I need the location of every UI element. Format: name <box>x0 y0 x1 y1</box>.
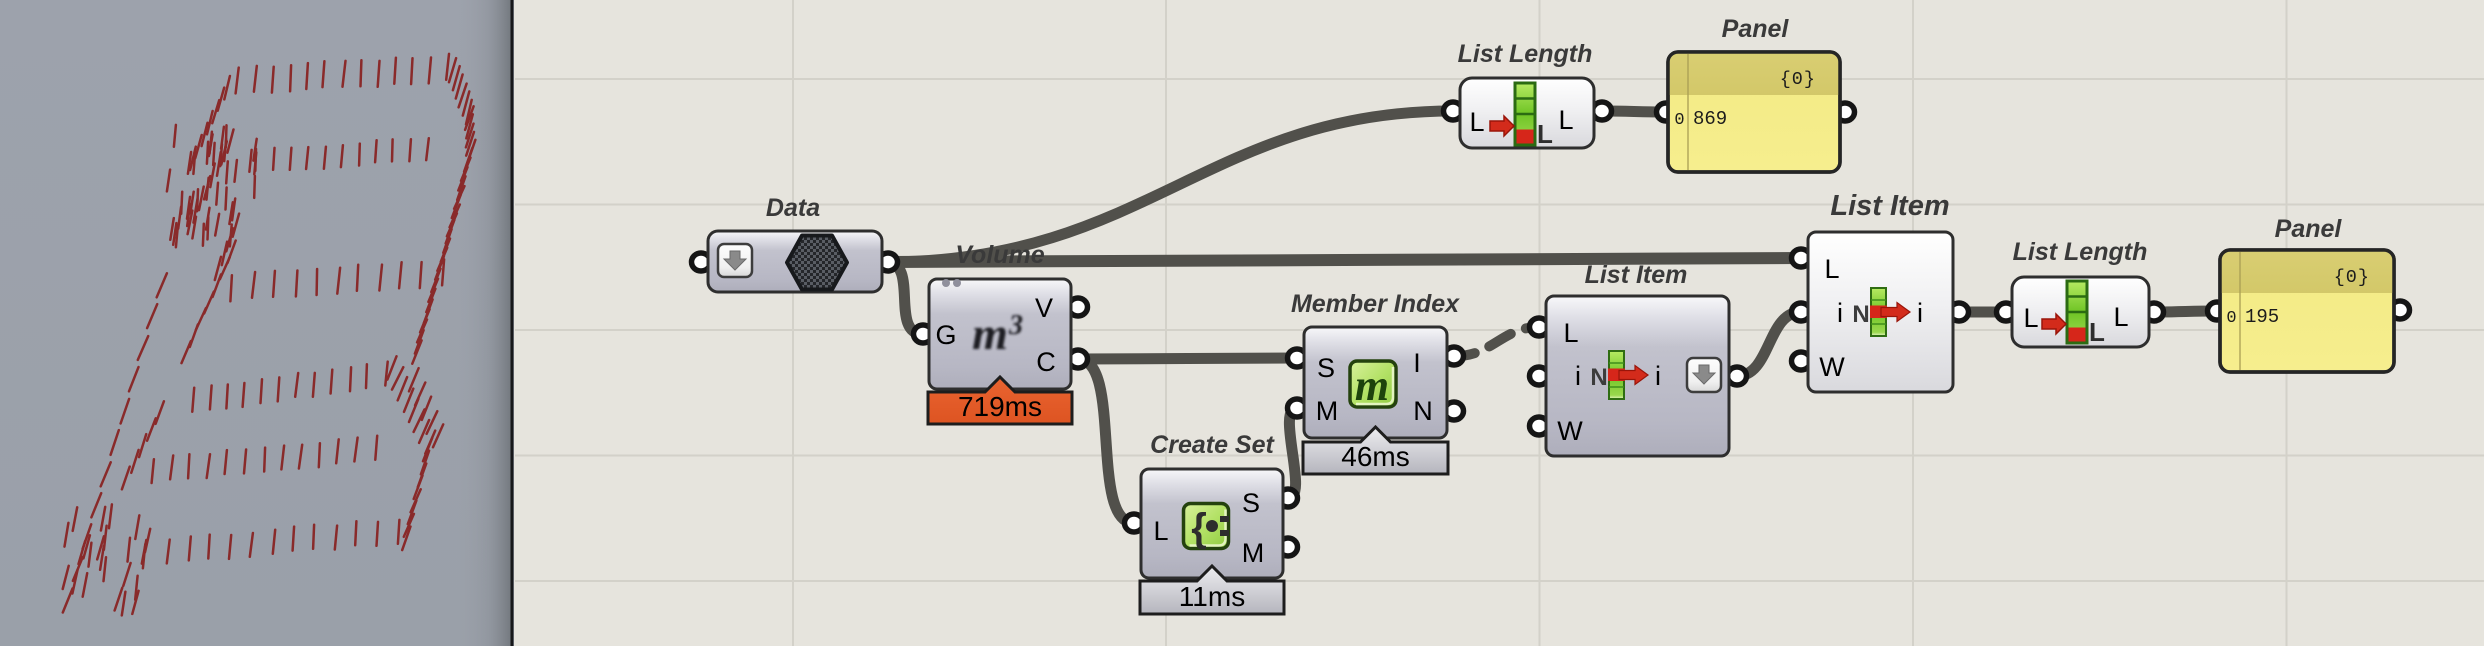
svg-text:I: I <box>1413 348 1421 378</box>
svg-text:i: i <box>1575 361 1581 391</box>
svg-text:V: V <box>1035 293 1053 323</box>
svg-text:List Length: List Length <box>2013 238 2148 266</box>
svg-text:m: m <box>1355 361 1389 410</box>
svg-text:46ms: 46ms <box>1341 441 1409 472</box>
svg-text:List Length: List Length <box>1458 40 1593 68</box>
svg-text:L: L <box>1558 105 1573 135</box>
svg-text:L: L <box>1824 254 1839 284</box>
svg-text:719ms: 719ms <box>958 391 1042 422</box>
svg-text:0: 0 <box>2226 309 2236 328</box>
svg-text:M: M <box>1242 538 1265 568</box>
svg-text:Data: Data <box>766 194 820 222</box>
svg-text:N: N <box>1590 364 1607 391</box>
svg-text:L: L <box>1563 318 1578 348</box>
svg-text:W: W <box>1557 416 1583 446</box>
svg-text:List Item: List Item <box>1830 190 1949 222</box>
svg-text:i: i <box>1917 298 1923 328</box>
svg-text:C: C <box>1036 347 1056 377</box>
svg-text:N: N <box>1413 396 1433 426</box>
svg-text:Panel: Panel <box>2275 215 2343 243</box>
svg-text:N: N <box>1852 301 1869 328</box>
svg-text:Panel: Panel <box>1722 15 1790 43</box>
svg-text:S: S <box>1242 488 1260 518</box>
svg-text:List Item: List Item <box>1585 261 1688 289</box>
svg-text:L: L <box>1153 516 1168 546</box>
svg-text:869: 869 <box>1693 108 1727 130</box>
svg-text:Member Index: Member Index <box>1291 290 1460 318</box>
svg-text:i: i <box>1655 361 1661 391</box>
svg-text:G: G <box>935 320 956 350</box>
svg-text:L: L <box>2113 302 2128 332</box>
svg-text:3: 3 <box>1008 310 1023 341</box>
svg-text:11ms: 11ms <box>1179 581 1245 612</box>
svg-text:m: m <box>972 308 1008 359</box>
svg-text:L: L <box>1469 107 1484 137</box>
svg-text:{: { <box>1191 506 1207 550</box>
svg-text:S: S <box>1317 353 1335 383</box>
svg-text:L: L <box>2023 303 2038 333</box>
svg-text:L: L <box>2089 317 2105 347</box>
svg-text:195: 195 <box>2245 306 2279 328</box>
svg-text:0: 0 <box>1674 111 1684 130</box>
svg-text:M: M <box>1316 396 1339 426</box>
svg-text:Volume: Volume <box>955 241 1044 269</box>
svg-text:i: i <box>1837 298 1843 328</box>
svg-text:W: W <box>1819 352 1845 382</box>
svg-text:{0}: {0} <box>1780 69 1816 90</box>
svg-text:L: L <box>1537 119 1553 149</box>
svg-text:{0}: {0} <box>2334 267 2370 288</box>
svg-text:Create Set: Create Set <box>1150 431 1275 459</box>
